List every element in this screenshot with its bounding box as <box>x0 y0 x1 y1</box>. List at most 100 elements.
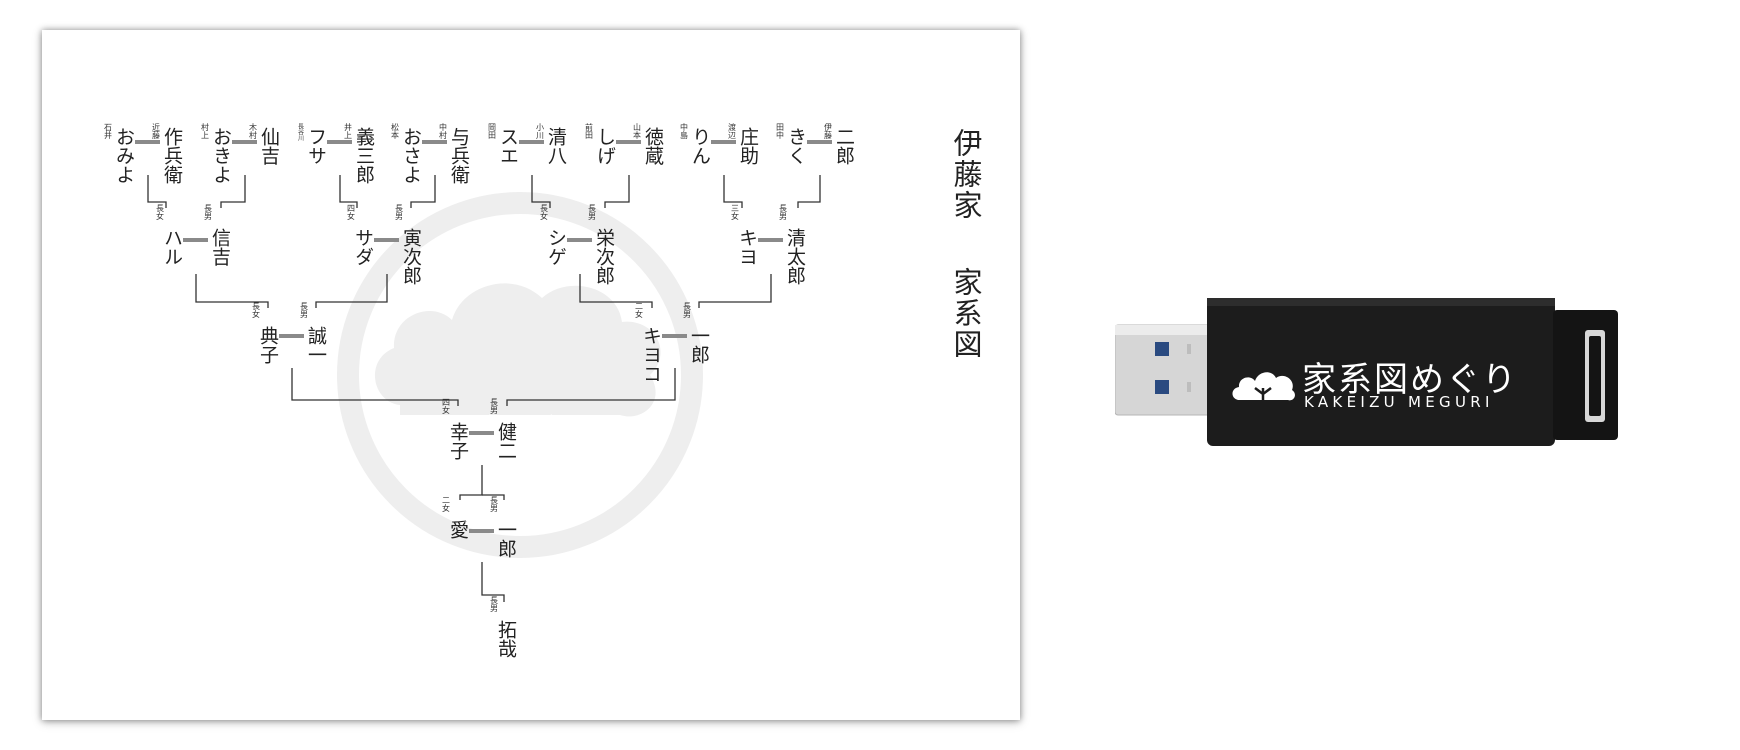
person-name: フサ <box>305 127 327 165</box>
person-surname: 村上 <box>201 122 210 139</box>
person-name: スエ <box>497 127 519 165</box>
document-title: 伊藤家 <box>942 128 983 221</box>
person-surname: 山本 <box>633 122 642 140</box>
usb-stick-image <box>1115 298 1618 446</box>
person-name: 清太郎 <box>784 228 806 285</box>
person-relation: 長女 <box>540 204 549 221</box>
person-node: 岡田スエ <box>488 123 520 165</box>
person-name: 清八 <box>545 127 567 165</box>
person-name: きく <box>785 127 807 165</box>
person-name: おきよ <box>210 127 232 184</box>
person-name: 作兵衛 <box>161 127 183 184</box>
document-type: 家系図 <box>949 267 983 360</box>
person-relation: 長男 <box>395 204 404 221</box>
person-name: 一郎 <box>688 326 710 364</box>
person-relation: 二女 <box>635 302 644 319</box>
person-name: 典子 <box>257 326 279 364</box>
person-name: ハル <box>161 228 183 266</box>
person-node: 中島りん <box>680 122 712 165</box>
person-name: しげ <box>594 127 616 165</box>
pine-cloud-crest-icon <box>337 192 703 558</box>
person-relation: 二女 <box>442 496 451 513</box>
person-name: りん <box>689 127 711 165</box>
person-surname: 近藤 <box>152 122 161 140</box>
brand-name-ja: 家系図めぐり <box>1302 360 1518 400</box>
person-name: 栄次郎 <box>593 228 615 285</box>
person-surname: 伊藤 <box>824 122 833 140</box>
person-surname: 長谷川 <box>297 123 304 141</box>
person-name: おさよ <box>400 127 422 184</box>
person-node: 田中きく <box>776 123 808 165</box>
brand-name-en: KAKEIZU MEGURI <box>1304 393 1494 411</box>
person-relation: 長男 <box>204 204 213 221</box>
person-node: 井上義三郎 <box>344 122 376 184</box>
person-name: 庄助 <box>737 127 759 165</box>
person-relation: 長男 <box>683 302 692 319</box>
person-surname: 岡田 <box>488 123 497 140</box>
person-relation: 長男 <box>779 204 788 221</box>
person-relation: 三女 <box>731 204 740 221</box>
person-node: 前田しげ <box>585 122 617 165</box>
person-surname: 中村 <box>439 122 448 139</box>
person-relation: 長男 <box>300 302 309 319</box>
brand-logo: 家系図めぐり KAKEIZU MEGURI <box>1230 352 1530 412</box>
person-node: 松本おさよ <box>391 122 423 184</box>
person-node: 渡辺庄助 <box>728 122 760 165</box>
person-surname: 石井 <box>104 123 113 140</box>
person-relation: 長男 <box>588 204 597 221</box>
person-node: 伊藤二郎 <box>824 122 856 165</box>
person-node: 二女愛 <box>442 496 470 539</box>
person-node: 山本徳蔵 <box>633 122 665 165</box>
person-surname: 渡辺 <box>728 122 737 140</box>
family-tree-sheet: 石井おみよ近藤作兵衛村上おきよ木村仙吉長谷川フサ井上義三郎松本おさよ中村与兵衛岡… <box>42 30 1020 720</box>
person-name: シゲ <box>545 228 567 266</box>
person-surname: 中島 <box>680 122 689 140</box>
person-name: 寅次郎 <box>400 228 422 285</box>
person-name: 二郎 <box>833 127 855 165</box>
person-name: キヨ <box>736 228 758 266</box>
connector-lines <box>147 175 821 602</box>
marriage-bars <box>135 140 832 533</box>
person-name: 誠一 <box>305 326 327 364</box>
person-surname: 木村 <box>249 122 258 139</box>
person-name: 徳蔵 <box>642 127 664 165</box>
family-tree-diagram: 石井おみよ近藤作兵衛村上おきよ木村仙吉長谷川フサ井上義三郎松本おさよ中村与兵衛岡… <box>104 122 856 658</box>
person-name: 幸子 <box>447 422 469 460</box>
family-name: 伊藤家 <box>949 128 983 221</box>
person-surname: 小川 <box>536 123 545 139</box>
person-node: 木村仙吉 <box>249 122 281 165</box>
person-relation: 四女 <box>347 204 356 221</box>
person-name: 義三郎 <box>353 127 375 184</box>
person-relation: 四女 <box>442 398 451 415</box>
person-surname: 井上 <box>344 122 353 139</box>
person-node: 石井おみよ <box>104 123 136 184</box>
person-node: 長谷川フサ <box>297 123 328 165</box>
person-surname: 前田 <box>585 122 594 140</box>
person-surname: 田中 <box>776 123 785 140</box>
person-name: おみよ <box>113 127 135 184</box>
person-node: 中村与兵衛 <box>439 122 471 184</box>
person-surname: 松本 <box>391 122 400 140</box>
pine-cloud-logo-icon <box>1232 372 1295 401</box>
person-nodes: 石井おみよ近藤作兵衛村上おきよ木村仙吉長谷川フサ井上義三郎松本おさよ中村与兵衛岡… <box>104 122 856 658</box>
person-name: 与兵衛 <box>448 127 470 184</box>
person-name: 信吉 <box>209 228 231 266</box>
person-node: 小川清八 <box>536 123 568 165</box>
person-node: 村上おきよ <box>201 122 233 184</box>
person-name: 仙吉 <box>258 127 280 165</box>
person-name: 健二 <box>495 422 517 460</box>
